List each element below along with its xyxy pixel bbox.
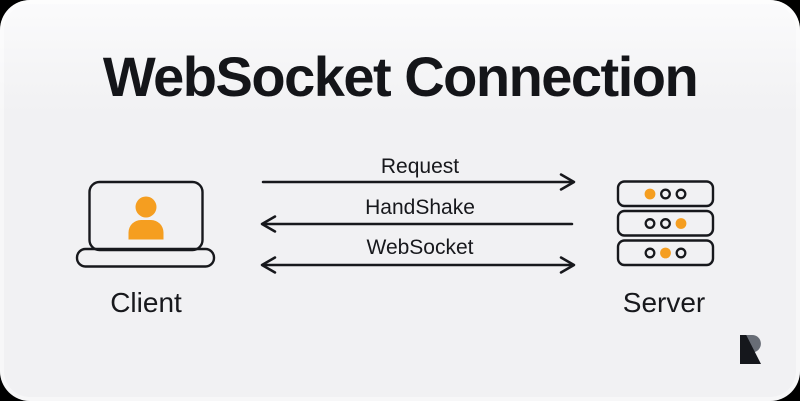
led-off-icon	[644, 247, 656, 259]
request-arrow-right	[261, 173, 576, 191]
server-unit-1	[616, 180, 715, 208]
roadmap-r-logo-icon	[740, 335, 761, 364]
led-off-icon	[675, 188, 687, 200]
server-label: Server	[622, 287, 706, 318]
led-off-icon	[660, 218, 671, 229]
led-off-icon	[675, 247, 687, 259]
server-unit-3	[616, 239, 715, 267]
laptop-base	[75, 247, 216, 268]
server-unit-2	[616, 209, 715, 237]
led-on-icon	[675, 218, 687, 229]
laptop-user-icon	[75, 180, 216, 268]
page-title: WebSocket Connection	[102, 45, 699, 108]
user-head-icon	[135, 196, 157, 218]
led-off-icon	[660, 188, 671, 200]
arrow-label-request: Request	[380, 155, 460, 178]
led-on-icon	[660, 247, 671, 259]
websocket-arrow-both	[260, 256, 576, 274]
led-off-icon	[644, 218, 656, 229]
led-on-icon	[644, 188, 656, 200]
logo-stem	[740, 335, 761, 364]
handshake-arrow-left	[260, 215, 574, 233]
arrow-label-handshake: HandShake	[365, 196, 475, 219]
server-rack-icon	[616, 180, 715, 267]
user-body-icon	[128, 220, 164, 240]
client-label: Client	[110, 287, 182, 318]
message-arrows	[260, 173, 576, 274]
arrow-label-websocket: WebSocket	[366, 236, 474, 259]
